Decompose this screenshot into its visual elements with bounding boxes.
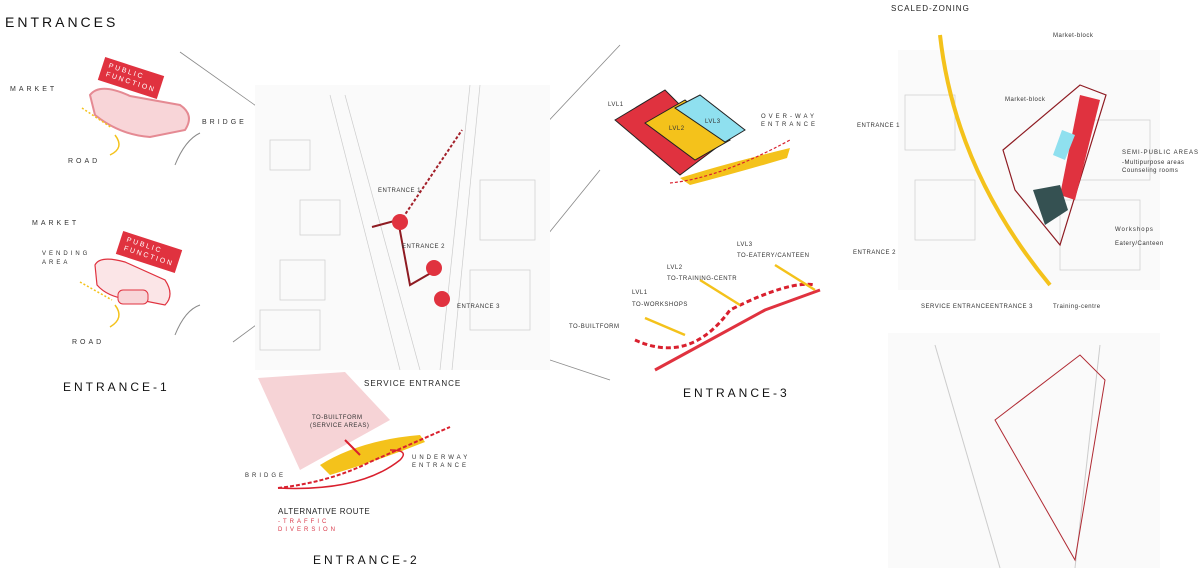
label-to-workshops: TO-WORKSHOPS xyxy=(632,302,688,308)
label-vending-area: VENDING AREA xyxy=(42,251,91,266)
label-counseling: Counseling rooms xyxy=(1122,168,1179,174)
page-title: ENTRANCES xyxy=(5,14,119,30)
label-road: ROAD xyxy=(68,158,101,165)
label-alternative-route: ALTERNATIVE ROUTE xyxy=(278,507,371,516)
label-road: ROAD xyxy=(72,339,105,346)
zoning-heading: SCALED-ZONING xyxy=(891,4,970,13)
label-semi-public: SEMI-PUBLIC AREAS xyxy=(1122,150,1200,156)
label-over-way-entrance: ENTRANCE xyxy=(761,122,819,128)
label-underway-entrance: ENTRANCE xyxy=(412,463,470,469)
label-service-entrance: SERVICE ENTRANCE xyxy=(921,304,990,310)
label-lvl3: LVL3 xyxy=(705,119,721,125)
label-bridge: BRIDGE xyxy=(202,119,247,126)
label-zoning-entrance-3: ENTRANCE 3 xyxy=(990,304,1034,310)
market-sketch-top xyxy=(81,87,201,166)
label-market-block: Market-block xyxy=(1053,33,1094,39)
entrance-2-heading: ENTRANCE-2 xyxy=(313,553,420,567)
entrance3-building xyxy=(614,89,791,185)
site-map xyxy=(255,84,550,371)
label-workshops: Workshops xyxy=(1115,227,1154,233)
label-lvl1: LVL1 xyxy=(608,102,624,108)
label-lvl2: LVL2 xyxy=(667,265,683,271)
label-to-builtform: TO-BUILTFORM xyxy=(569,324,620,330)
label-lvl3: LVL3 xyxy=(737,242,753,248)
label-traffic: -TRAFFIC xyxy=(278,519,330,525)
label-zoning-entrance-2: ENTRANCE 2 xyxy=(853,250,897,256)
map-entrance-3: ENTRANCE 3 xyxy=(457,304,501,310)
label-service-areas: (SERVICE AREAS) xyxy=(310,423,370,429)
label-to-eatery: TO-EATERY/CANTEEN xyxy=(737,253,810,259)
entrance2-sketch xyxy=(258,372,451,490)
label-eatery: Eatery/Canteen xyxy=(1115,241,1164,247)
entrance3-levels xyxy=(634,263,821,372)
label-market: MARKET xyxy=(32,220,80,227)
label-multipurpose: -Multipurpose areas xyxy=(1122,160,1185,166)
label-bridge: BRIDGE xyxy=(245,473,287,479)
label-training: Training-centre xyxy=(1053,304,1101,310)
label-lvl1: LVL1 xyxy=(632,290,648,296)
zoning-map xyxy=(888,34,1160,569)
label-service-entrance: SERVICE ENTRANCE xyxy=(364,379,462,388)
label-zoning-entrance-1: ENTRANCE 1 xyxy=(857,123,901,129)
market-sketch-bottom xyxy=(79,258,201,336)
label-market-block: Market-block xyxy=(1005,97,1046,103)
label-to-builtform: TO-BUILTFORM xyxy=(312,415,363,421)
entrance-1-heading: ENTRANCE-1 xyxy=(63,380,170,394)
map-entrance-2: ENTRANCE 2 xyxy=(402,244,446,250)
label-underway: UNDERWAY xyxy=(412,455,471,461)
label-over-way: OVER-WAY xyxy=(761,114,818,120)
label-diversion: DIVERSION xyxy=(278,527,339,533)
map-entrance-1: ENTRANCE 1 xyxy=(378,188,422,194)
label-market: MARKET xyxy=(10,86,58,93)
label-lvl2: LVL2 xyxy=(669,126,685,132)
label-to-training: TO-TRAINING-CENTR xyxy=(667,276,738,282)
entrance-3-heading: ENTRANCE-3 xyxy=(683,386,790,400)
